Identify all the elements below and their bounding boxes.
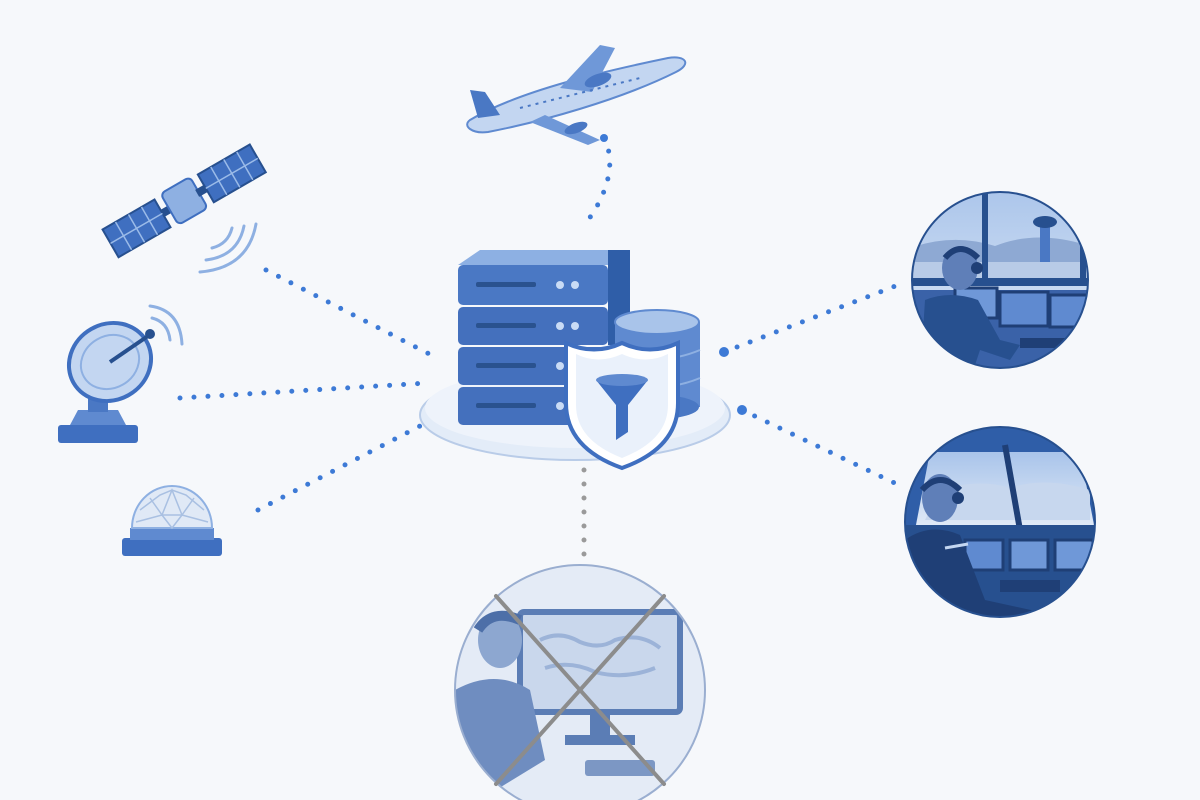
shield-icon [564, 339, 680, 471]
connector-dot [737, 405, 747, 415]
connector-radome-to-hub [255, 422, 425, 513]
satellite-dish-icon [58, 320, 155, 443]
satellite-icon [101, 143, 268, 259]
radome-icon [122, 485, 222, 556]
airplane-icon [466, 45, 687, 145]
recipient-desk-operator-blocked [454, 564, 706, 800]
desk-operator-frame [454, 564, 706, 800]
recipient-control-tower [911, 191, 1089, 369]
connector-satellite-to-hub [263, 267, 440, 361]
recipient-cockpit [904, 426, 1096, 618]
connector-dot [719, 347, 729, 357]
central-data-hub [419, 250, 731, 471]
signal-waves-icon [148, 304, 184, 346]
server-rack-icon [458, 250, 630, 425]
connectors [177, 135, 909, 563]
connector-airplane-to-hub [579, 135, 613, 231]
connector-hub-to-tower [721, 279, 909, 355]
filter-funnel-icon [596, 374, 648, 440]
signal-waves-icon [198, 222, 258, 274]
connector-hub-to-cockpit [739, 407, 908, 491]
connector-dot [600, 134, 608, 142]
blocked-cross-icon [494, 594, 666, 786]
connector-antenna-to-hub [177, 380, 431, 401]
